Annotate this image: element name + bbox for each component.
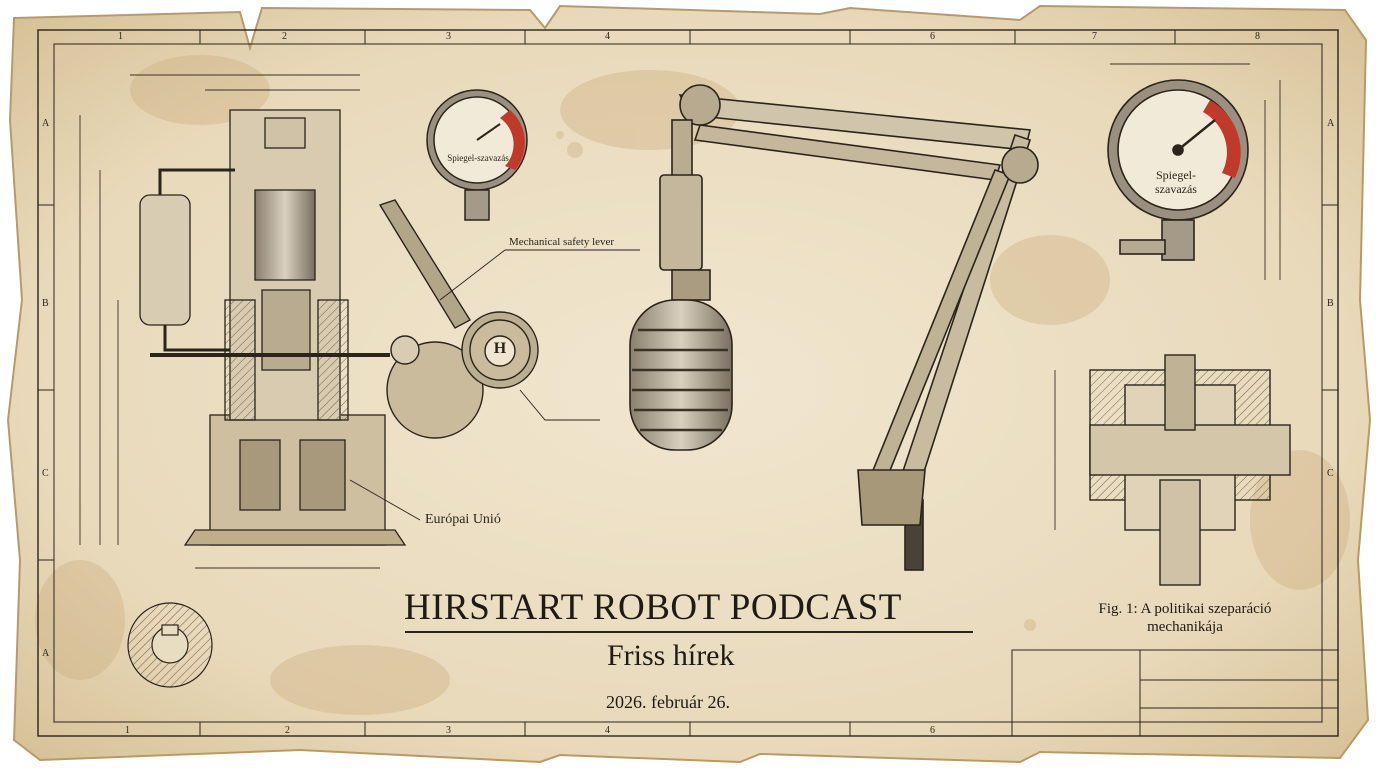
grid-row-right-label: B <box>1327 298 1334 309</box>
frame-ticks <box>38 30 1338 736</box>
title-underline <box>405 631 973 633</box>
safety-lever-label: Mechanical safety lever <box>509 236 615 248</box>
grid-row-left-label: B <box>42 298 49 309</box>
microphone-arm <box>678 84 1039 571</box>
grid-col-bottom-label: 1 <box>125 725 130 736</box>
podcast-title: HIRSTART ROBOT PODCAST <box>404 587 902 628</box>
grid-row-right-label: C <box>1327 468 1334 479</box>
grid-col-top-label: 1 <box>118 31 123 42</box>
grid-col-top-label: 4 <box>605 31 610 42</box>
frame-border <box>37 29 1339 737</box>
episode-date: 2026. február 26. <box>606 692 730 712</box>
grid-col-top-label: 7 <box>1092 31 1097 42</box>
grid-col-top-label: 6 <box>930 31 935 42</box>
flange-part <box>127 602 213 688</box>
dimension-lines <box>79 63 1281 569</box>
large-gauge <box>1107 79 1249 261</box>
grid-row-left-label: A <box>42 648 50 659</box>
grid-col-top-label: 3 <box>446 31 451 42</box>
grid-row-left-label: C <box>42 468 49 479</box>
figure-caption: Fig. 1: A politikai szeparáció mechaniká… <box>1098 601 1272 635</box>
title-block <box>1011 649 1339 737</box>
leader-lines <box>349 249 640 521</box>
engine-cutaway <box>139 109 407 546</box>
shaft-cross-section <box>1089 354 1291 586</box>
gear-letter: H <box>493 340 507 357</box>
grid-col-bottom-label: 2 <box>285 725 290 736</box>
grid-col-top-label: 2 <box>282 31 287 42</box>
small-gauge <box>426 89 528 221</box>
eu-label: Európai Unió <box>425 512 501 527</box>
grid-col-bottom-label: 4 <box>605 725 610 736</box>
podcast-subtitle: Friss hírek <box>607 639 735 672</box>
grid-row-left-label: A <box>42 118 50 129</box>
small-gauge-label: Spiegel-szavazás <box>447 153 509 163</box>
gear-assembly <box>378 199 539 439</box>
grid-col-top-label: 8 <box>1255 31 1260 42</box>
large-gauge-label: Spiegel-szavazás <box>1155 168 1197 196</box>
grid-col-bottom-label: 6 <box>930 725 935 736</box>
grid-row-right-label: A <box>1327 118 1335 129</box>
microphone <box>629 119 733 451</box>
grid-col-bottom-label: 3 <box>446 725 451 736</box>
